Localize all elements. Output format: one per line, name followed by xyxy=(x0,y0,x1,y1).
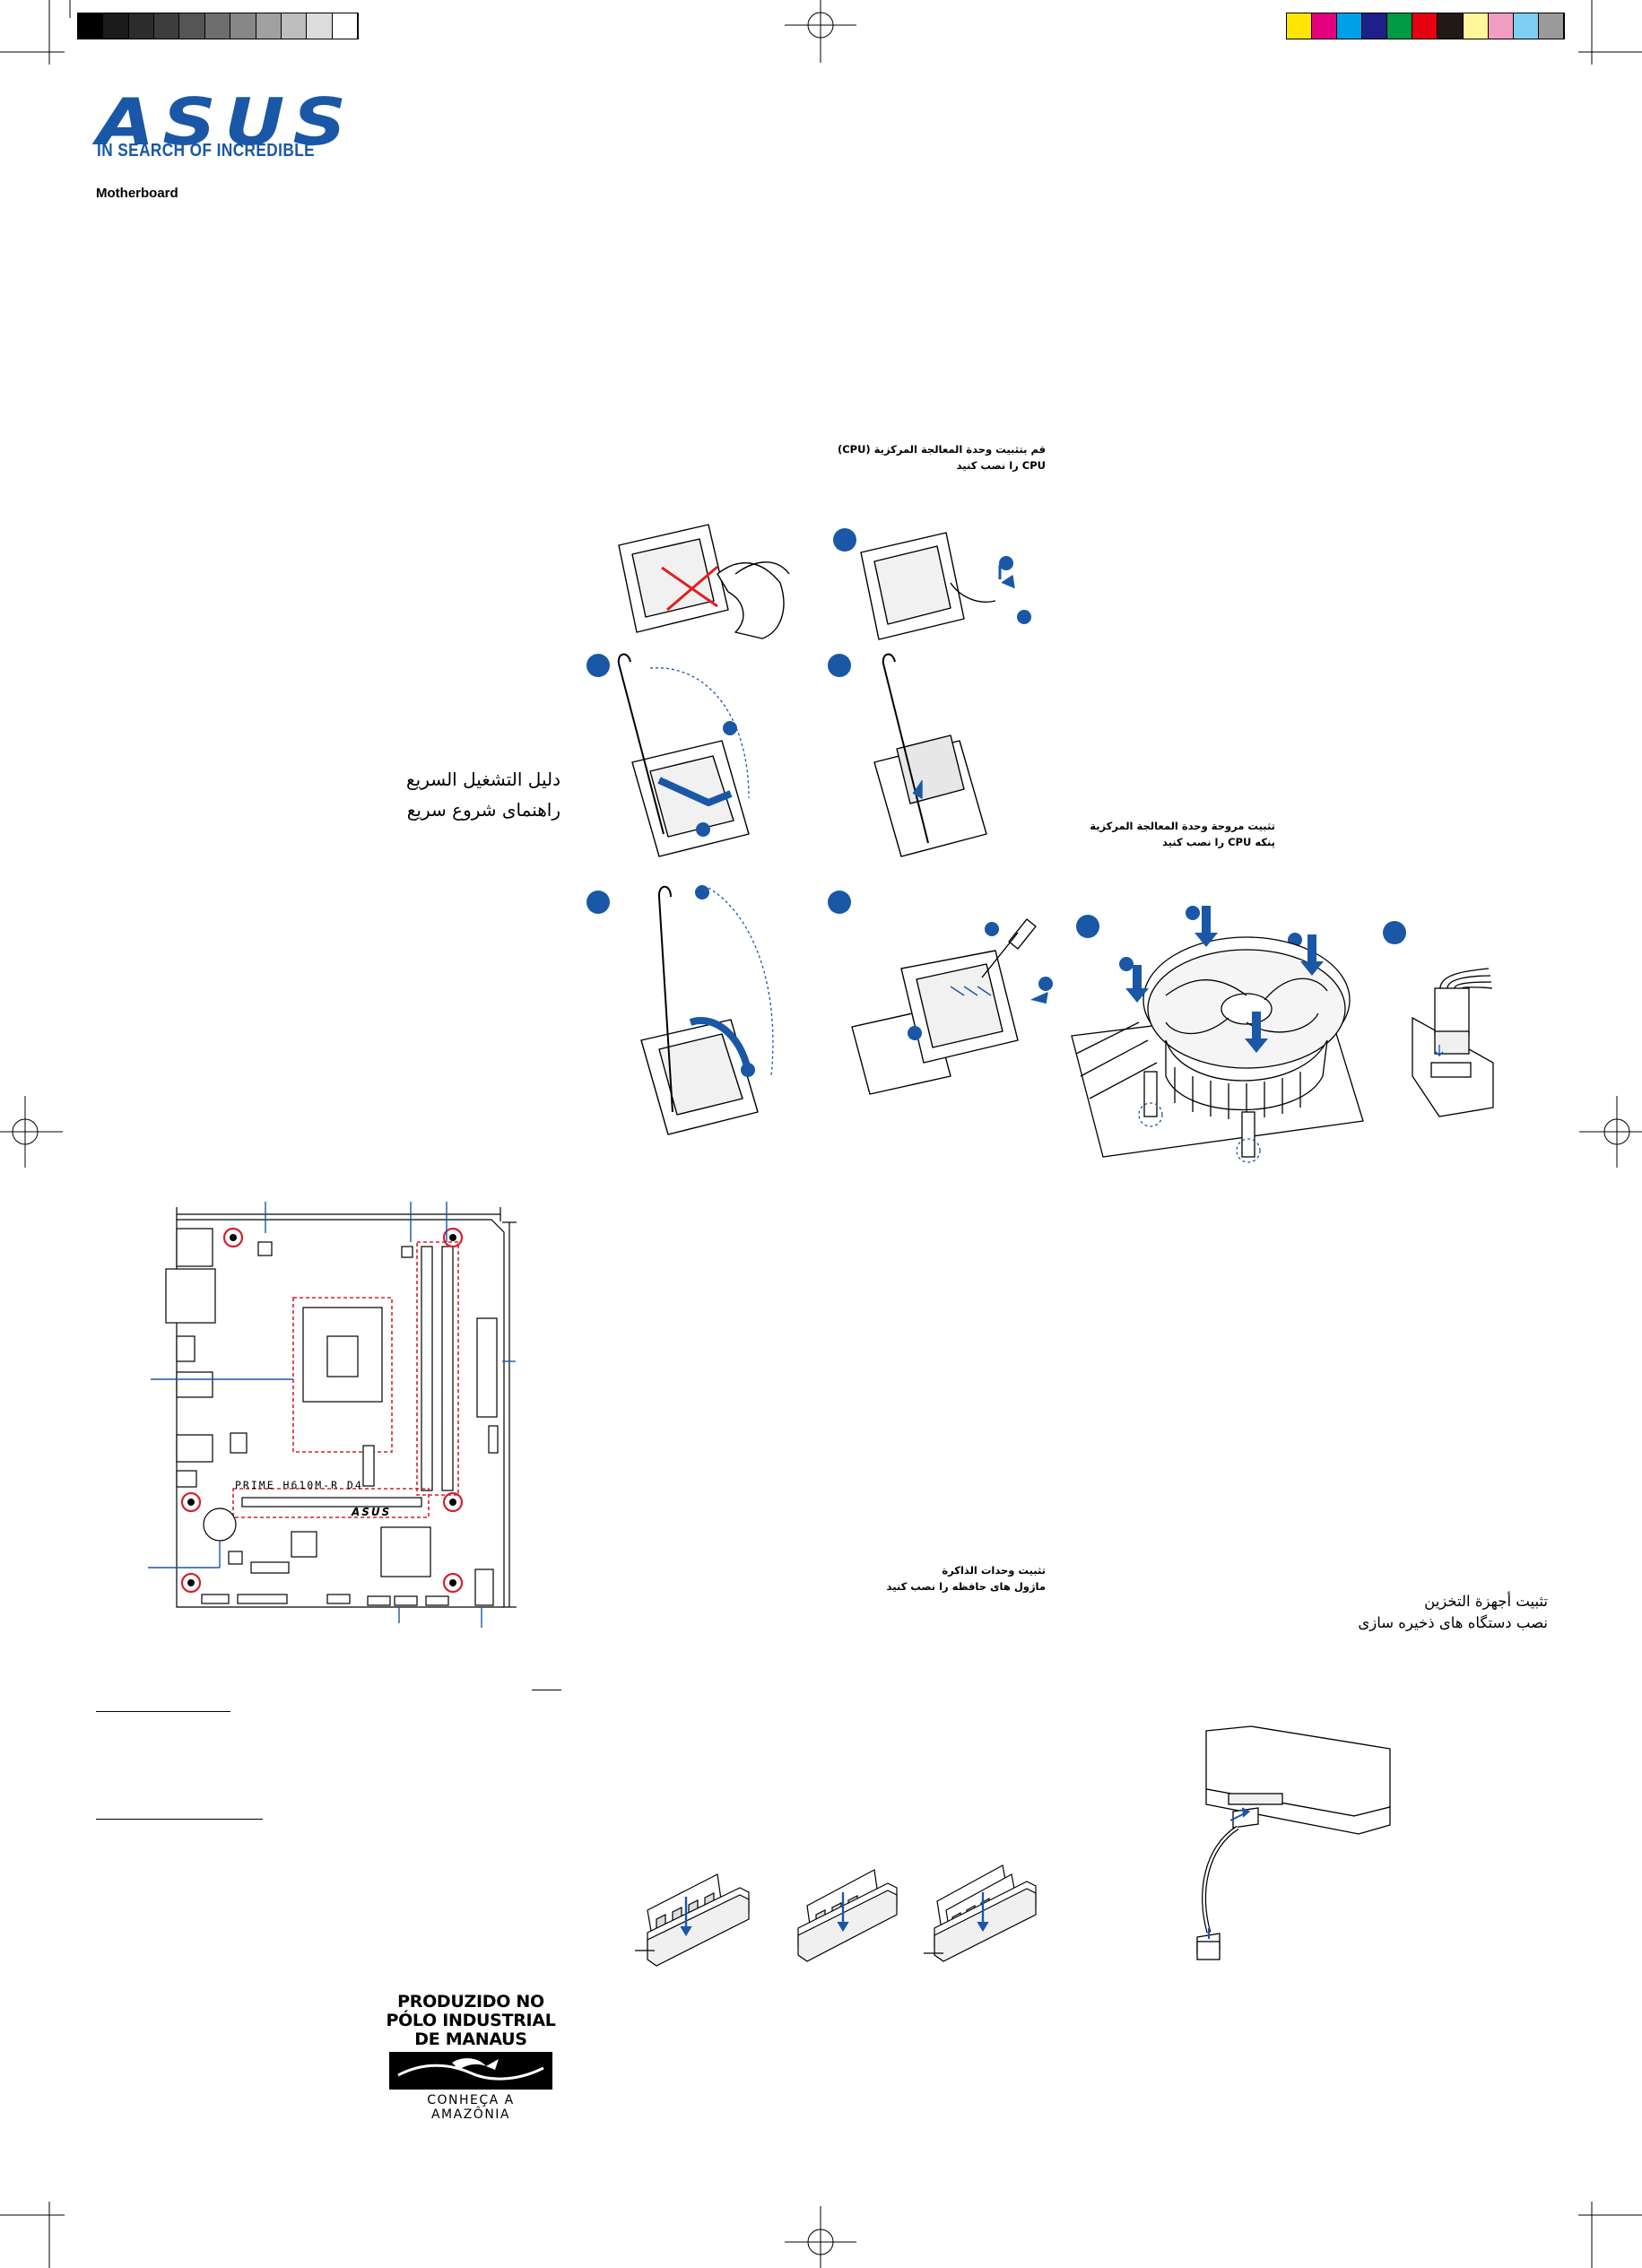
grayscale-swatch xyxy=(230,13,256,39)
guide-title-fa: راهنمای شروع سریع xyxy=(406,799,560,821)
color-swatch xyxy=(1287,13,1313,39)
cooler-section-heading: تثبيت مروحة وحدة المعالجة المركزية پنکه … xyxy=(1040,818,1275,850)
brand-tagline: IN SEARCH OF INCREDIBLE xyxy=(97,141,316,161)
grayscale-swatch xyxy=(128,13,155,39)
cpu-place-illustration xyxy=(873,653,987,857)
color-swatch xyxy=(1337,13,1363,39)
grayscale-swatch xyxy=(103,13,129,39)
asus-logo: ASUS xyxy=(97,84,355,160)
manaus-footer: CONHEÇA A AMAZÔNIA xyxy=(427,2093,515,2122)
cpu-section-heading: قم بتثبيت وحدة المعالجة المركزية (CPU) C… xyxy=(789,441,1046,474)
manaus-emblem xyxy=(389,2052,552,2090)
memory-section-heading: تثبيت وحدات الذاكرة ماژول های حافظه را ن… xyxy=(807,1562,1046,1595)
cpu-lever-open-illustration-a xyxy=(617,653,750,857)
divider-line xyxy=(96,1711,230,1712)
grayscale-swatch xyxy=(332,13,358,39)
storage-heading-ar: تثبيت أجهزة التخزين xyxy=(1424,1593,1548,1610)
color-swatch xyxy=(1387,13,1413,39)
color-swatch xyxy=(1463,13,1489,39)
guide-title-ar: دليل التشغيل السريع xyxy=(406,769,560,790)
cpu-thermal-paste-illustration xyxy=(851,918,1048,1095)
dimm-four-modules xyxy=(924,1864,1037,1962)
color-swatch xyxy=(1438,13,1464,39)
grayscale-swatch xyxy=(154,13,180,39)
cooler-heading-fa: پنکه CPU را نصب کنید xyxy=(1161,836,1275,848)
color-calibration-bar xyxy=(1286,13,1565,39)
cooler-heading-ar: تثبيت مروحة وحدة المعالجة المركزية xyxy=(1090,820,1275,832)
quick-start-guide-title: دليل التشغيل السريع راهنمای شروع سریع xyxy=(341,764,560,825)
manaus-badge: PRODUZIDO NO PÓLO INDUSTRIAL DE MANAUS C… xyxy=(386,1992,556,2123)
cpu-lever-close-illustration xyxy=(640,885,774,1135)
memory-heading-ar: تثبيت وحدات الذاكرة xyxy=(942,1564,1046,1577)
color-swatch xyxy=(1412,13,1438,39)
cpu-heading-ar: قم بتثبيت وحدة المعالجة المركزية (CPU) xyxy=(837,443,1046,456)
manaus-line-2: PÓLO INDUSTRIAL xyxy=(386,2011,556,2030)
color-swatch xyxy=(1312,13,1338,39)
color-swatch xyxy=(1513,13,1539,39)
grayscale-swatch xyxy=(78,13,104,39)
color-swatch xyxy=(1538,13,1564,39)
color-swatch xyxy=(1488,13,1514,39)
cpu-socket-cover-illustration xyxy=(860,532,1015,640)
grayscale-swatch xyxy=(281,13,308,39)
board-model-label: PRIME H610M-R D4 xyxy=(235,1479,363,1491)
grayscale-swatch xyxy=(256,13,282,39)
storage-section-heading: تثبيت أجهزة التخزين نصب دستگاه های ذخیره… xyxy=(1291,1591,1548,1634)
dimm-two-modules xyxy=(797,1869,898,1962)
grayscale-swatch xyxy=(204,13,231,39)
cpu-heading-fa: CPU را نصب کنید xyxy=(956,459,1046,472)
product-category: Motherboard xyxy=(96,186,178,201)
dimm-one-module xyxy=(635,1873,750,1967)
grayscale-swatch xyxy=(307,13,333,39)
manaus-line-1: PRODUZIDO NO xyxy=(397,1992,544,2012)
storage-heading-fa: نصب دستگاه های ذخیره سازی xyxy=(1358,1614,1548,1631)
divider-line xyxy=(96,1819,263,1820)
cpu-warning-illustration xyxy=(618,524,790,639)
color-swatch xyxy=(1362,13,1388,39)
memory-heading-fa: ماژول های حافظه را نصب کنید xyxy=(886,1580,1046,1593)
manaus-line-3: DE MANAUS xyxy=(414,2029,527,2049)
grayscale-calibration-bar xyxy=(77,13,359,39)
grayscale-swatch xyxy=(179,13,205,39)
board-asus-logo: ASUS xyxy=(352,1506,392,1518)
